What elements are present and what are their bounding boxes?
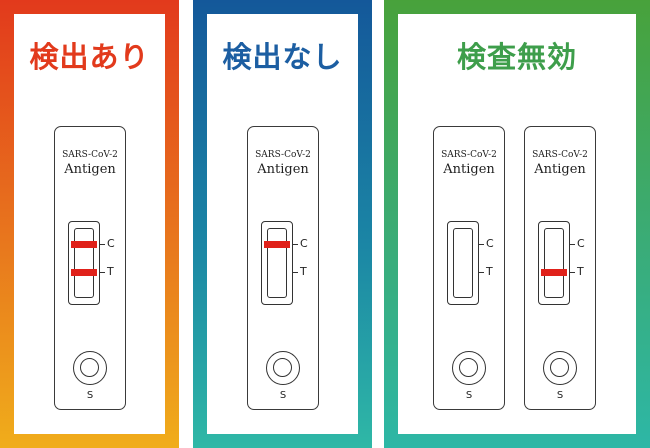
negative-result-panel: 検出なし SARS-CoV-2 Antigen C T S (193, 0, 372, 448)
brand-main-label: Antigen (64, 162, 116, 177)
sample-label: S (556, 390, 564, 401)
positive-result-panel: 検出あり SARS-CoV-2 Antigen C T S (0, 0, 179, 448)
sample-well (452, 351, 486, 385)
panel-title: 検出あり (29, 40, 150, 74)
panel-title: 検査無効 (456, 40, 577, 74)
cassette-brand: SARS-CoV-2 Antigen (525, 150, 595, 177)
test-label: T (486, 265, 493, 278)
brand-sub-label: SARS-CoV-2 (62, 150, 118, 160)
result-strip (71, 228, 97, 298)
control-label: C (486, 237, 494, 250)
test-label: T (300, 265, 307, 278)
brand-main-label: Antigen (534, 162, 586, 177)
result-strip (453, 228, 473, 298)
brand-main-label: Antigen (257, 162, 309, 177)
sample-label: S (465, 390, 473, 401)
test-line (71, 269, 97, 276)
result-window (68, 221, 100, 305)
brand-main-label: Antigen (443, 162, 495, 177)
result-strip (541, 228, 567, 298)
test-tick (479, 272, 484, 274)
test-cassette: SARS-CoV-2 Antigen C T S (524, 126, 596, 410)
control-label: C (107, 237, 115, 250)
brand-sub-label: SARS-CoV-2 (532, 150, 588, 160)
panel-background: 検出あり SARS-CoV-2 Antigen C T S (14, 14, 165, 434)
control-tick (293, 244, 298, 246)
control-line (71, 241, 97, 248)
test-cassette: SARS-CoV-2 Antigen C T S (433, 126, 505, 410)
result-window (538, 221, 570, 305)
test-label: T (577, 265, 584, 278)
sample-well (543, 351, 577, 385)
panel-title: 検出なし (222, 40, 343, 74)
test-cassette: SARS-CoV-2 Antigen C T S (247, 126, 319, 410)
panel-background: 検出なし SARS-CoV-2 Antigen C T S (207, 14, 358, 434)
test-tick (100, 272, 105, 274)
result-strip (264, 228, 290, 298)
test-tick (570, 272, 575, 274)
control-label: C (300, 237, 308, 250)
sample-well (266, 351, 300, 385)
invalid-result-panel: 検査無効 SARS-CoV-2 Antigen C T S SARS-CoV-2… (384, 0, 650, 448)
test-cassette: SARS-CoV-2 Antigen C T S (54, 126, 126, 410)
test-line (541, 269, 567, 276)
control-tick (100, 244, 105, 246)
cassette-brand: SARS-CoV-2 Antigen (248, 150, 318, 177)
control-tick (479, 244, 484, 246)
brand-sub-label: SARS-CoV-2 (441, 150, 497, 160)
result-window (447, 221, 479, 305)
cassette-brand: SARS-CoV-2 Antigen (434, 150, 504, 177)
cassette-brand: SARS-CoV-2 Antigen (55, 150, 125, 177)
panel-background: 検査無効 SARS-CoV-2 Antigen C T S SARS-CoV-2… (398, 14, 636, 434)
sample-label: S (86, 390, 94, 401)
sample-label: S (279, 390, 287, 401)
control-line (264, 241, 290, 248)
test-tick (293, 272, 298, 274)
brand-sub-label: SARS-CoV-2 (255, 150, 311, 160)
control-tick (570, 244, 575, 246)
test-label: T (107, 265, 114, 278)
sample-well (73, 351, 107, 385)
control-label: C (577, 237, 585, 250)
result-window (261, 221, 293, 305)
